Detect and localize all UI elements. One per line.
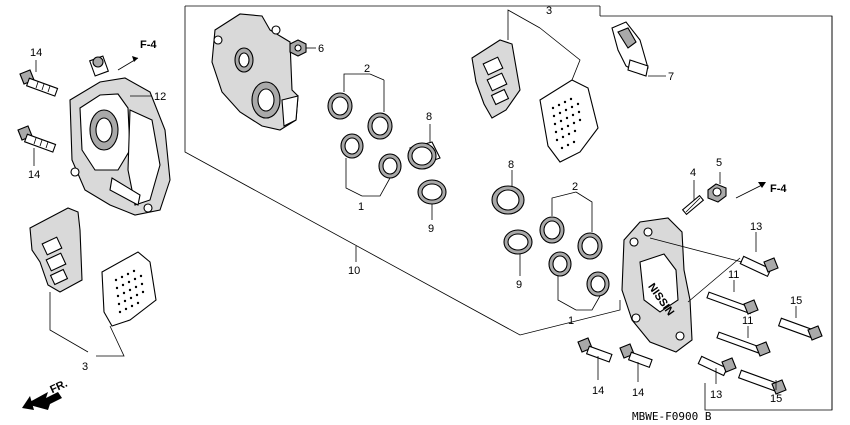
arrow-f4-left-label: F-4 [140, 39, 157, 51]
f4-arrow-left-icon [132, 56, 138, 62]
piston-large-upper [407, 141, 441, 170]
callout-4: 4 [690, 167, 696, 179]
callout-3-top: 3 [546, 5, 552, 17]
piston-large-lower [491, 185, 525, 215]
left-brake-pads [29, 207, 157, 327]
callout-14-lower-left: 14 [592, 385, 604, 397]
callout-8-upper: 8 [426, 111, 432, 123]
callout-12: 12 [154, 91, 166, 103]
arrow-f4-right-label: F-4 [770, 183, 787, 195]
piston-seals-lower [539, 216, 610, 297]
callout-13-lower: 13 [710, 389, 722, 401]
pad-texture-left [114, 269, 145, 314]
callout-2-lower: 2 [572, 181, 578, 193]
callout-11-lower: 11 [742, 315, 753, 327]
pad-pin-lower [716, 331, 771, 357]
callout-14-lower-right: 14 [632, 387, 644, 399]
callout-7: 7 [668, 71, 674, 83]
callout-15-lower: 15 [770, 393, 782, 405]
callout-11-upper: 11 [728, 269, 739, 281]
left-bolt-lower [17, 125, 57, 153]
callout-1-lower: 1 [568, 315, 574, 327]
callout-1-upper: 1 [358, 201, 364, 213]
callout-15-upper: 15 [790, 295, 802, 307]
callout-2-upper: 2 [364, 63, 370, 75]
bleeder-valve [681, 194, 705, 216]
callout-9-lower: 9 [516, 279, 522, 291]
callout-9-upper: 9 [428, 223, 434, 235]
piston-small-lower [503, 229, 533, 255]
left-caliper [69, 55, 171, 216]
callout-13-upper: 13 [750, 221, 762, 233]
callout-6: 6 [318, 43, 324, 55]
forward-arrow-icon [22, 392, 62, 410]
piston-small-upper [417, 179, 447, 205]
piston-seals-upper [327, 92, 402, 179]
top-brake-pads [471, 39, 599, 163]
bolt-14-lower-right [619, 343, 653, 368]
bolt-14-lower-left [577, 337, 613, 363]
left-bolt-upper [19, 69, 59, 97]
callout-3-left: 3 [82, 361, 88, 373]
callout-14-mid: 14 [28, 169, 40, 181]
bolt-15-lower [737, 369, 787, 395]
callout-10: 10 [348, 265, 360, 277]
pad-texture-top [551, 97, 582, 150]
caliper-body-lower: NISSIN [621, 217, 693, 353]
callout-14-top: 14 [30, 47, 42, 59]
arrow-forward-label: FR. [48, 378, 69, 396]
caliper-assembly-frame [184, 5, 833, 411]
callout-8-lower: 8 [508, 159, 514, 171]
caliper-body-upper [211, 13, 299, 131]
bolt-15-upper [777, 317, 823, 341]
bleeder-cap [707, 183, 727, 203]
callout-5: 5 [716, 157, 722, 169]
f4-arrow-right-icon [758, 182, 766, 188]
leader-lines [33, 9, 797, 390]
diagram-code: MBWE-F0900 B [632, 410, 712, 423]
pad-spring [611, 21, 649, 77]
bolt-13-upper [739, 255, 779, 278]
bolt-13-lower [697, 355, 737, 377]
pad-pin-upper [706, 291, 759, 315]
nut-6 [289, 39, 307, 57]
